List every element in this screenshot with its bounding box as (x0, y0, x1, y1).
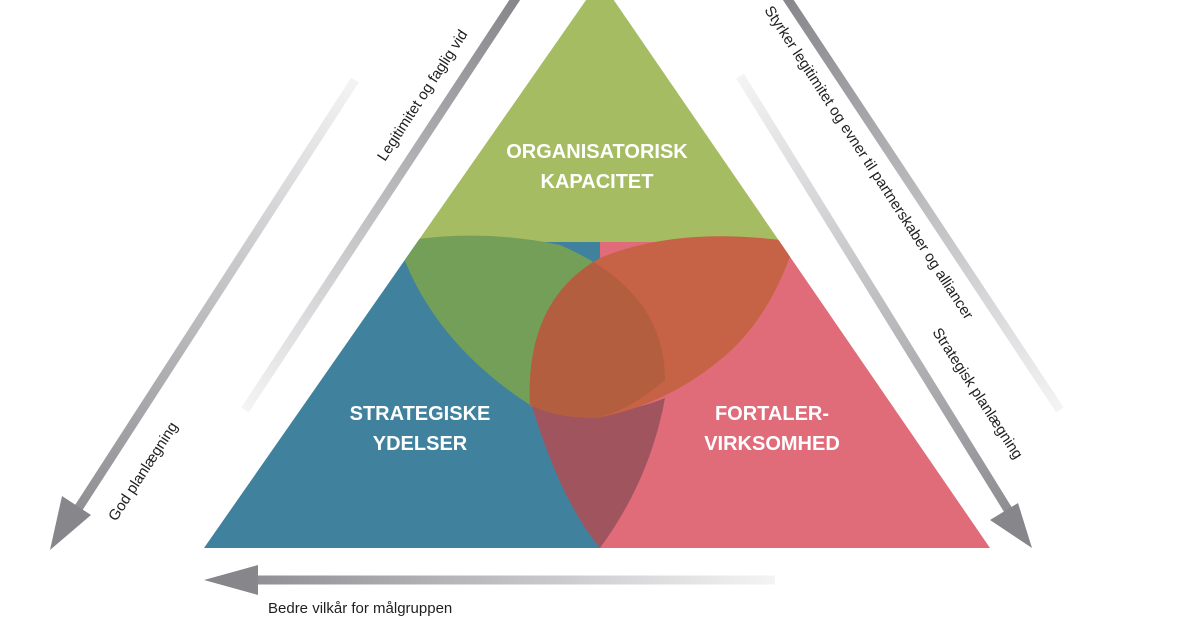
arrow-left-inner (241, 0, 521, 413)
label-right-line1: FORTALER- (715, 403, 829, 425)
arrow-label-right-outer: Strategisk planlægning (929, 325, 1026, 462)
label-top-line1: ORGANISATORISK (506, 141, 688, 163)
arrow-bottom (204, 565, 775, 595)
overlap-left-right (530, 398, 665, 548)
arrow-left-outer (50, 77, 359, 550)
label-right-line2: VIRKSOMHED (704, 433, 840, 455)
region-organisatorisk-kapacitet (204, 0, 990, 242)
label-top-line2: KAPACITET (541, 171, 654, 193)
arrow-label-left-outer: God planlægning (105, 419, 181, 524)
label-left-line1: STRATEGISKE (350, 403, 491, 425)
arrow-right-inner (782, 0, 1064, 413)
arrow-label-bottom: Bedre vilkår for målgruppen (268, 600, 452, 617)
arrow-right-outer (736, 73, 1032, 548)
label-left-line2: YDELSER (373, 433, 468, 455)
